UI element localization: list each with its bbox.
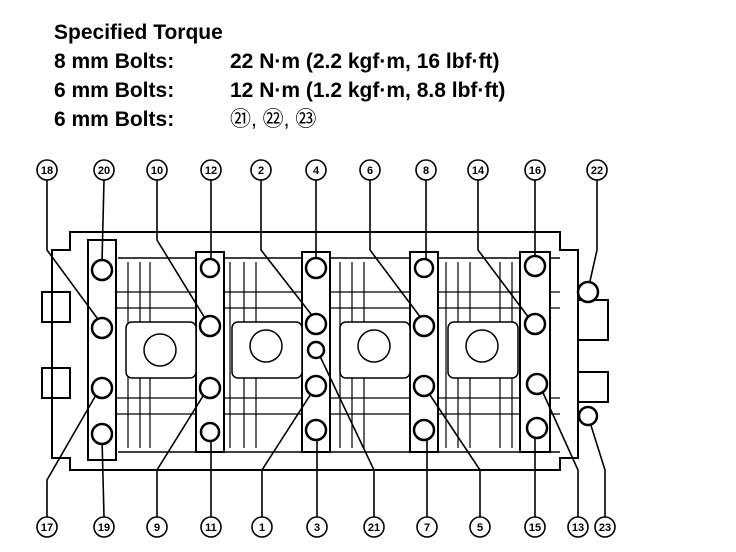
callout-label: 4 (313, 165, 320, 177)
bolt (304, 418, 328, 442)
spec-row-8mm: 8 mm Bolts: 22 N·m (2.2 kgf·m, 16 lbf·ft) (54, 47, 505, 76)
spec-title: Specified Torque (54, 21, 223, 44)
callout-label: 20 (98, 165, 110, 177)
bolt (198, 376, 222, 400)
callout-label: 14 (472, 165, 485, 177)
spec-label: 8 mm Bolts: (54, 50, 175, 73)
spec-label: 6 mm Bolts: (54, 108, 175, 131)
callout (93, 159, 115, 181)
bolt (412, 314, 436, 338)
bolt (577, 405, 599, 427)
callout-label: 15 (529, 522, 541, 534)
callout (200, 159, 222, 181)
spec-value: 22 N·m (2.2 kgf·m, 16 lbf·ft) (230, 50, 500, 73)
callout-label: 2 (258, 165, 264, 177)
callout (524, 159, 546, 181)
callout-labels-bottom: 17 19 9 11 1 3 21 7 5 15 13 23 (41, 522, 611, 534)
bolt (412, 374, 436, 398)
callout-label: 12 (205, 165, 217, 177)
bolt (576, 280, 600, 304)
bolt (90, 258, 114, 282)
bolt (199, 421, 221, 443)
spec-row-6mm: 6 mm Bolts: 12 N·m (1.2 kgf·m, 8.8 lbf·ft… (54, 76, 505, 105)
callout (250, 159, 272, 181)
bolt (412, 418, 436, 442)
callout-label: 23 (599, 522, 611, 534)
callout-label: 10 (151, 165, 163, 177)
bolt (306, 340, 326, 360)
bolt (198, 314, 222, 338)
callout-label: 11 (205, 522, 217, 534)
callout-label: 18 (41, 165, 53, 177)
callout-label: 9 (154, 522, 160, 534)
bolt (413, 257, 435, 279)
spec-row-6mm-bolts: 6 mm Bolts: ㉑, ㉒, ㉓ (54, 105, 505, 134)
callout (305, 159, 327, 181)
bolt (90, 422, 114, 446)
leader-lines (46, 179, 606, 518)
callout-labels-top: 18 20 10 12 2 4 6 8 14 16 22 (41, 165, 603, 177)
callout (359, 159, 381, 181)
bolt (523, 312, 547, 336)
spec-label: 6 mm Bolts: (54, 79, 175, 102)
bolt (304, 312, 328, 336)
bolt (199, 257, 221, 279)
callout-label: 1 (259, 522, 265, 534)
cam-lobes (125, 321, 519, 379)
callout-label: 17 (41, 522, 53, 534)
bolt (525, 372, 549, 396)
bolt (90, 376, 114, 400)
bolts (90, 254, 600, 446)
callout-label: 22 (591, 165, 603, 177)
callouts-top (36, 159, 608, 181)
callout-label: 6 (367, 165, 373, 177)
callout-label: 3 (314, 522, 320, 534)
callout-label: 7 (424, 522, 430, 534)
callout (415, 159, 437, 181)
bolt (90, 316, 114, 340)
callout (146, 159, 168, 181)
callout-label: 16 (529, 165, 541, 177)
callout-label: 8 (423, 165, 429, 177)
bolt (304, 256, 328, 280)
callouts-bottom (36, 516, 616, 538)
callout (467, 159, 489, 181)
callout-label: 21 (368, 522, 380, 534)
bolt (525, 416, 549, 440)
torque-spec: Specified Torque 8 mm Bolts: 22 N·m (2.2 … (54, 18, 505, 134)
callout (586, 159, 608, 181)
spec-value: ㉑, ㉒, ㉓ (230, 108, 317, 131)
callout (36, 159, 58, 181)
callout-label: 5 (477, 522, 483, 534)
callout-label: 19 (98, 522, 110, 534)
callout-label: 13 (572, 522, 584, 534)
bolt (523, 254, 547, 278)
bolt (304, 374, 328, 398)
spec-value: 12 N·m (1.2 kgf·m, 8.8 lbf·ft) (230, 79, 506, 102)
